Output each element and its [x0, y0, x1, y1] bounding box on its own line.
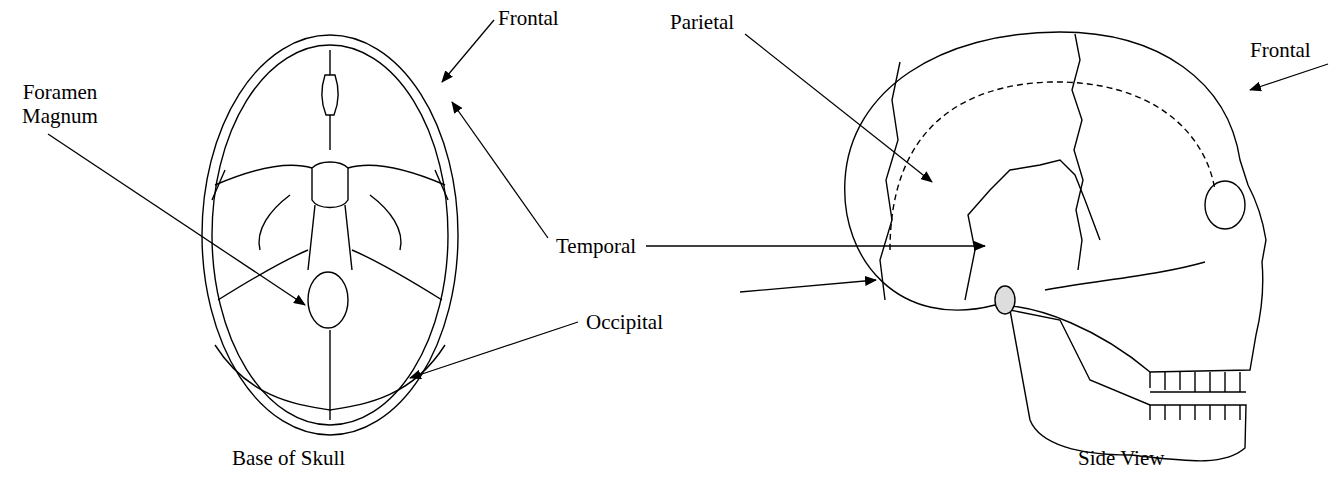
view-caption: Base of Skull: [232, 446, 345, 470]
upper-teeth: [1150, 372, 1240, 392]
leader-line: [740, 280, 876, 292]
orbit: [1205, 181, 1245, 229]
ear-canal: [995, 286, 1015, 314]
occipital-crest: [329, 330, 330, 420]
sphenoid-ridge: [215, 165, 312, 185]
leader-lines: [48, 20, 1328, 378]
feature-label: Foramen Magnum: [8, 80, 112, 128]
foramen-magnum: [308, 272, 348, 328]
coronal-suture: [1072, 34, 1083, 270]
leader-line: [646, 245, 985, 246]
lambdoid-suture: [880, 62, 900, 300]
bone-label: Occipital: [586, 310, 663, 334]
leader-line: [745, 34, 932, 182]
midline: [329, 50, 330, 150]
bone-label: Temporal: [556, 234, 636, 258]
leader-line: [442, 20, 494, 82]
mandible: [1010, 310, 1246, 461]
bone-label: Frontal: [498, 6, 559, 30]
zygomatic-arch: [1045, 262, 1205, 290]
view-caption: Side View: [1078, 446, 1164, 470]
leader-line: [48, 134, 305, 305]
clivus: [308, 205, 352, 270]
sphenoid-ridge: [348, 165, 445, 185]
teeth: [1150, 372, 1246, 420]
petrous-ridge: [218, 250, 442, 300]
suture: [212, 170, 448, 200]
bone-label: Frontal: [1250, 38, 1311, 62]
skull-inner: [212, 45, 448, 425]
lower-teeth: [1150, 392, 1246, 420]
middle-fossa: [259, 195, 401, 250]
crista-galli: [322, 75, 338, 115]
squamous-suture: [965, 160, 1100, 300]
sella-turcica: [312, 162, 348, 208]
bone-label: Parietal: [670, 10, 734, 34]
temporal-line: [890, 82, 1215, 250]
leader-line: [410, 322, 578, 378]
leader-line: [452, 102, 548, 238]
leader-line: [1250, 64, 1328, 90]
